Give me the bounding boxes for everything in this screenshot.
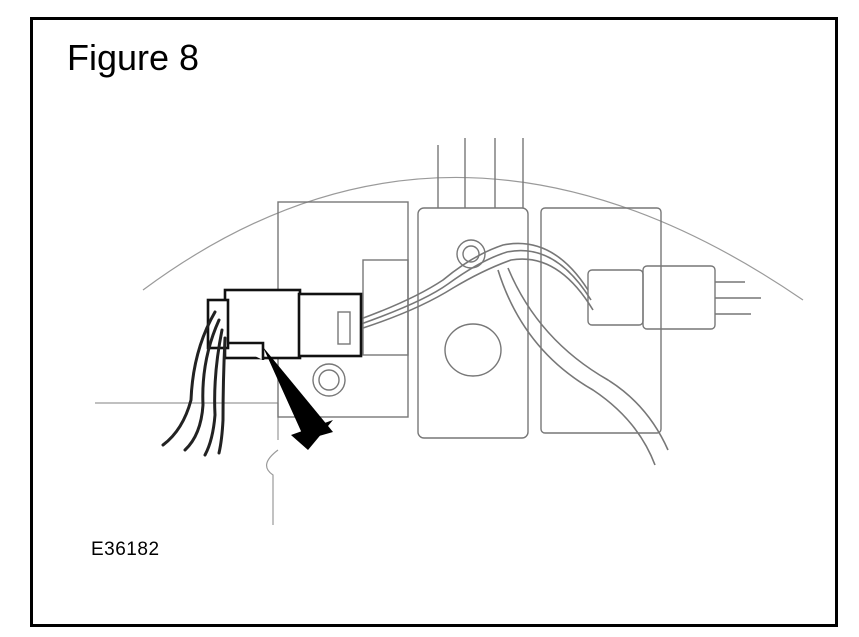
left-wire-3: [203, 328, 224, 457]
harness-wire-upper: [357, 242, 589, 321]
bolt-head-inner: [318, 369, 340, 391]
left-connector-mate: [297, 292, 363, 358]
left-wire-1: [161, 310, 217, 447]
left-wire-4: [217, 336, 227, 455]
harness-clip-loop-inner: [462, 245, 480, 263]
left-connector-window: [337, 311, 351, 345]
harness-clip-loop: [456, 239, 486, 269]
bracket-baseline: [95, 402, 279, 525]
harness-wire-mid: [360, 249, 592, 325]
left-connector-lip: [228, 341, 265, 360]
indicator-arrow: [263, 347, 333, 440]
bolt-head-outer: [312, 363, 346, 397]
right-connector-mate: [642, 265, 716, 330]
harness-long-wire-2: [507, 267, 669, 451]
mounting-hole: [444, 323, 502, 377]
figure-frame: Figure 8: [30, 17, 838, 627]
right-connector-pins: [715, 281, 761, 315]
housing-block-right: [540, 207, 662, 434]
housing-block-center: [417, 207, 529, 439]
housing-top-ribs: [437, 138, 524, 208]
harness-wire-lower: [362, 258, 594, 329]
figure-code: E36182: [91, 539, 160, 560]
figure-title: Figure 8: [67, 37, 200, 78]
left-wire-2: [183, 318, 221, 452]
panel-arc-outline: [142, 176, 804, 301]
harness-long-wire-1: [497, 269, 656, 466]
connector-illustration: [95, 138, 804, 525]
indicator-arrow-head: [291, 420, 333, 450]
housing-slot: [362, 259, 409, 356]
right-connector-body: [587, 269, 644, 326]
